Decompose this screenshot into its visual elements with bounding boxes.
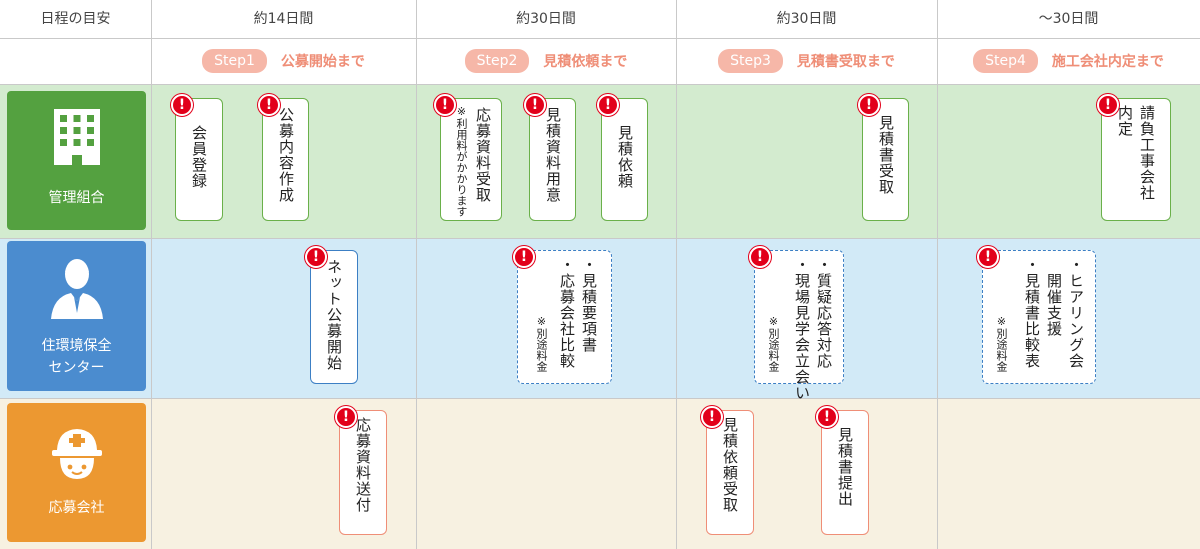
- card-mitsumorisho-teishutsu: 見積書提出: [821, 410, 869, 535]
- step-label: 見積書受取まで: [796, 54, 895, 70]
- hardhat-icon: [52, 429, 102, 479]
- card-text: 見積書受取: [877, 115, 895, 195]
- warning-icon: !: [701, 406, 723, 428]
- grid-line: [151, 0, 152, 549]
- card-text: 応募資料受取: [474, 107, 492, 203]
- card-mitsumori-shiryou: 見積資料用意: [529, 98, 576, 221]
- card-text: 見積書提出: [836, 427, 854, 507]
- step-pill: Step1: [202, 49, 267, 73]
- warning-icon: !: [335, 406, 357, 428]
- card-text: 公募内容作成: [277, 107, 295, 203]
- card-koubo-naiyou: 公募内容作成: [262, 98, 309, 221]
- role-label: 管理組合: [48, 190, 105, 206]
- card-kaiin-touroku: 会員登録: [175, 98, 223, 221]
- card-text-line2: ・現場見学会立会い: [793, 257, 811, 401]
- card-oubo-shiryou-souhu: 応募資料送付: [339, 410, 387, 535]
- step-label: 施工会社内定まで: [1051, 54, 1164, 70]
- warning-icon: !: [171, 94, 193, 116]
- card-center-step2: ・見積要項書 ・応募会社比較 ※別途料金: [517, 250, 612, 384]
- person-icon: [51, 259, 103, 319]
- card-text: 見積依頼受取: [721, 417, 739, 513]
- card-text-line1: ・見積要項書: [580, 257, 598, 353]
- warning-icon: !: [1097, 94, 1119, 116]
- grid-line: [676, 0, 677, 549]
- card-center-step3: ・質疑応答対応 ・現場見学会立会い ※別途料金: [754, 250, 844, 401]
- card-note: ※別途料金: [767, 315, 780, 372]
- step-2: Step2 見積依頼まで: [416, 38, 676, 84]
- card-mitsumori-irai-uketori: 見積依頼受取: [706, 410, 754, 535]
- card-oubo-shiryou-uketori: 応募資料受取 ※利用料がかかります: [440, 98, 502, 221]
- step-pill: Step4: [973, 49, 1038, 73]
- grid-line: [937, 0, 938, 549]
- warning-icon: !: [749, 246, 771, 268]
- step-label: 見積依頼まで: [543, 54, 628, 70]
- card-mitsumorisho-uketori: 見積書受取: [862, 98, 909, 221]
- step-pill: Step3: [718, 49, 783, 73]
- grid-line: [0, 84, 1200, 85]
- role-label-line2: センター: [48, 360, 105, 376]
- card-note: ※利用料がかかります: [455, 105, 468, 217]
- card-note: ※別途料金: [995, 315, 1008, 372]
- card-note: ※別途料金: [535, 315, 548, 372]
- warning-icon: !: [434, 94, 456, 116]
- step-pill: Step2: [464, 49, 530, 73]
- card-text: 会員登録: [190, 125, 208, 189]
- card-text: 応募資料送付: [354, 417, 372, 513]
- grid-line: [0, 398, 1200, 399]
- grid-line: [0, 238, 1200, 239]
- warning-icon: !: [977, 246, 999, 268]
- warning-icon: !: [597, 94, 619, 116]
- warning-icon: !: [513, 246, 535, 268]
- band-oubo: [0, 398, 1200, 549]
- grid-line: [0, 38, 1200, 39]
- header-period-1: 約14日間: [253, 11, 314, 27]
- step-label: 公募開始まで: [280, 54, 365, 70]
- warning-icon: !: [258, 94, 280, 116]
- role-center: 住環境保全 センター: [7, 241, 146, 391]
- grid-line: [416, 0, 417, 549]
- card-text: 見積依頼: [616, 125, 634, 189]
- step-1: Step1 公募開始まで: [151, 38, 416, 84]
- header-period-3: 約30日間: [776, 11, 837, 27]
- card-text: ネット公募開始: [325, 259, 343, 371]
- warning-icon: !: [816, 406, 838, 428]
- card-text: 見積資料用意: [544, 107, 562, 203]
- warning-icon: !: [524, 94, 546, 116]
- card-net-koubo: ネット公募開始: [310, 250, 358, 384]
- card-text-line1: 請負工事会社: [1138, 105, 1156, 201]
- card-text-line1: ・ヒアリング会: [1067, 257, 1085, 369]
- card-text-line2: 開催支援: [1045, 257, 1063, 337]
- header-period-4: 〜30日間: [1038, 11, 1099, 27]
- step-3: Step3 見積書受取まで: [676, 38, 937, 84]
- card-ukeoi-naitei: 請負工事会社 内定: [1101, 98, 1171, 221]
- card-text-line3: ・見積書比較表: [1023, 257, 1041, 369]
- role-label-line1: 住環境保全: [41, 338, 112, 354]
- warning-icon: !: [305, 246, 327, 268]
- warning-icon: !: [858, 94, 880, 116]
- role-oubo-gaisha: 応募会社: [7, 403, 146, 542]
- role-kanri-kumiai: 管理組合: [7, 91, 146, 230]
- card-text-line2: ・応募会社比較: [558, 257, 576, 369]
- header-period-2: 約30日間: [516, 11, 576, 27]
- card-text-line2: 内定: [1116, 105, 1134, 137]
- step-4: Step4 施工会社内定まで: [937, 38, 1200, 84]
- building-icon: [54, 109, 100, 165]
- header-corner: 日程の目安: [40, 11, 111, 27]
- role-label: 応募会社: [48, 500, 105, 516]
- card-text-line1: ・質疑応答対応: [815, 257, 833, 369]
- card-mitsumori-irai: 見積依頼: [601, 98, 648, 221]
- card-center-step4: ・ヒアリング会 開催支援 ・見積書比較表 ※別途料金: [982, 250, 1096, 384]
